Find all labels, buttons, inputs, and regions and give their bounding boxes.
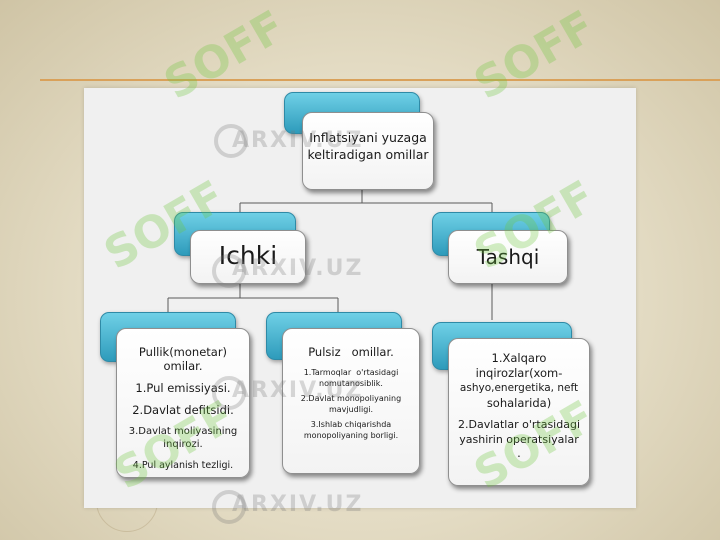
nonmonetary-item-3: 3.Ishlab chiqarishda: [310, 420, 392, 429]
nonmonetary-title: Pulsiz omillar.: [308, 345, 394, 359]
monetary-item-1: 1.Pul emissiyasi.: [135, 381, 231, 395]
external-item-1-cont3: sohalarida): [486, 396, 552, 410]
title-underline: [40, 79, 720, 81]
nonmonetary-item-1: 1.Tarmoqlar o'rtasidagi: [303, 368, 399, 377]
watermark-arxiv-2: ARXIV.UZ: [232, 256, 364, 281]
root-node: Inflatsiyani yuzaga keltiradigan omillar: [302, 112, 434, 190]
monetary-item-3: 3.Davlat moliyasining: [128, 426, 238, 437]
watermark-arxiv-4: ARXIV.UZ: [232, 492, 364, 517]
nonmonetary-item-2-cont: mavjudligi.: [328, 405, 374, 414]
external-item-2-cont: yashirin operatsiyalar: [459, 433, 579, 446]
nonmonetary-item-2: 2.Davlat monopoliyaning: [300, 394, 402, 403]
nonmonetary-item-1-cont: nomutanosiblik.: [319, 379, 383, 388]
external-item-1: 1.Xalqaro: [491, 351, 547, 365]
monetary-item-3-cont: inqirozi.: [163, 439, 203, 450]
external-item-2: 2.Davlatlar o'rtasidagi: [457, 418, 581, 431]
watermark-magnifier-icon: [212, 490, 246, 524]
watermark-arxiv-3: ARXIV.UZ: [232, 378, 364, 403]
external-item-2-end: .: [517, 446, 521, 460]
tashqi-node: Tashqi: [448, 230, 568, 284]
external-item-1-cont2: ashyo,energetika, neft: [459, 382, 579, 394]
external-item-1-cont1: inqirozlar(xom-: [475, 366, 563, 380]
ichki-node: Ichki: [190, 230, 306, 284]
watermark-magnifier-icon: [212, 376, 246, 410]
monetary-title-line2: omilar.: [163, 359, 203, 373]
monetary-title-line1: Pullik(monetar): [138, 345, 228, 359]
external-node: 1.Xalqaro inqirozlar(xom- ashyo,energeti…: [448, 338, 590, 486]
nonmonetary-item-3-cont: monopoliyaning borligi.: [303, 431, 399, 440]
nonmonetary-node: Pulsiz omillar. 1.Tarmoqlar o'rtasidagi …: [282, 328, 420, 474]
root-label: Inflatsiyani yuzaga keltiradigan omillar: [307, 130, 429, 162]
tashqi-label: Tashqi: [476, 245, 540, 269]
monetary-item-4: 4.Pul aylanish tezligi.: [132, 460, 234, 471]
watermark-magnifier-icon: [214, 124, 248, 158]
watermark-arxiv-1: ARXIV.UZ: [232, 128, 364, 153]
watermark-magnifier-icon: [212, 254, 246, 288]
monetary-item-2: 2.Davlat defitsidi.: [132, 403, 234, 417]
